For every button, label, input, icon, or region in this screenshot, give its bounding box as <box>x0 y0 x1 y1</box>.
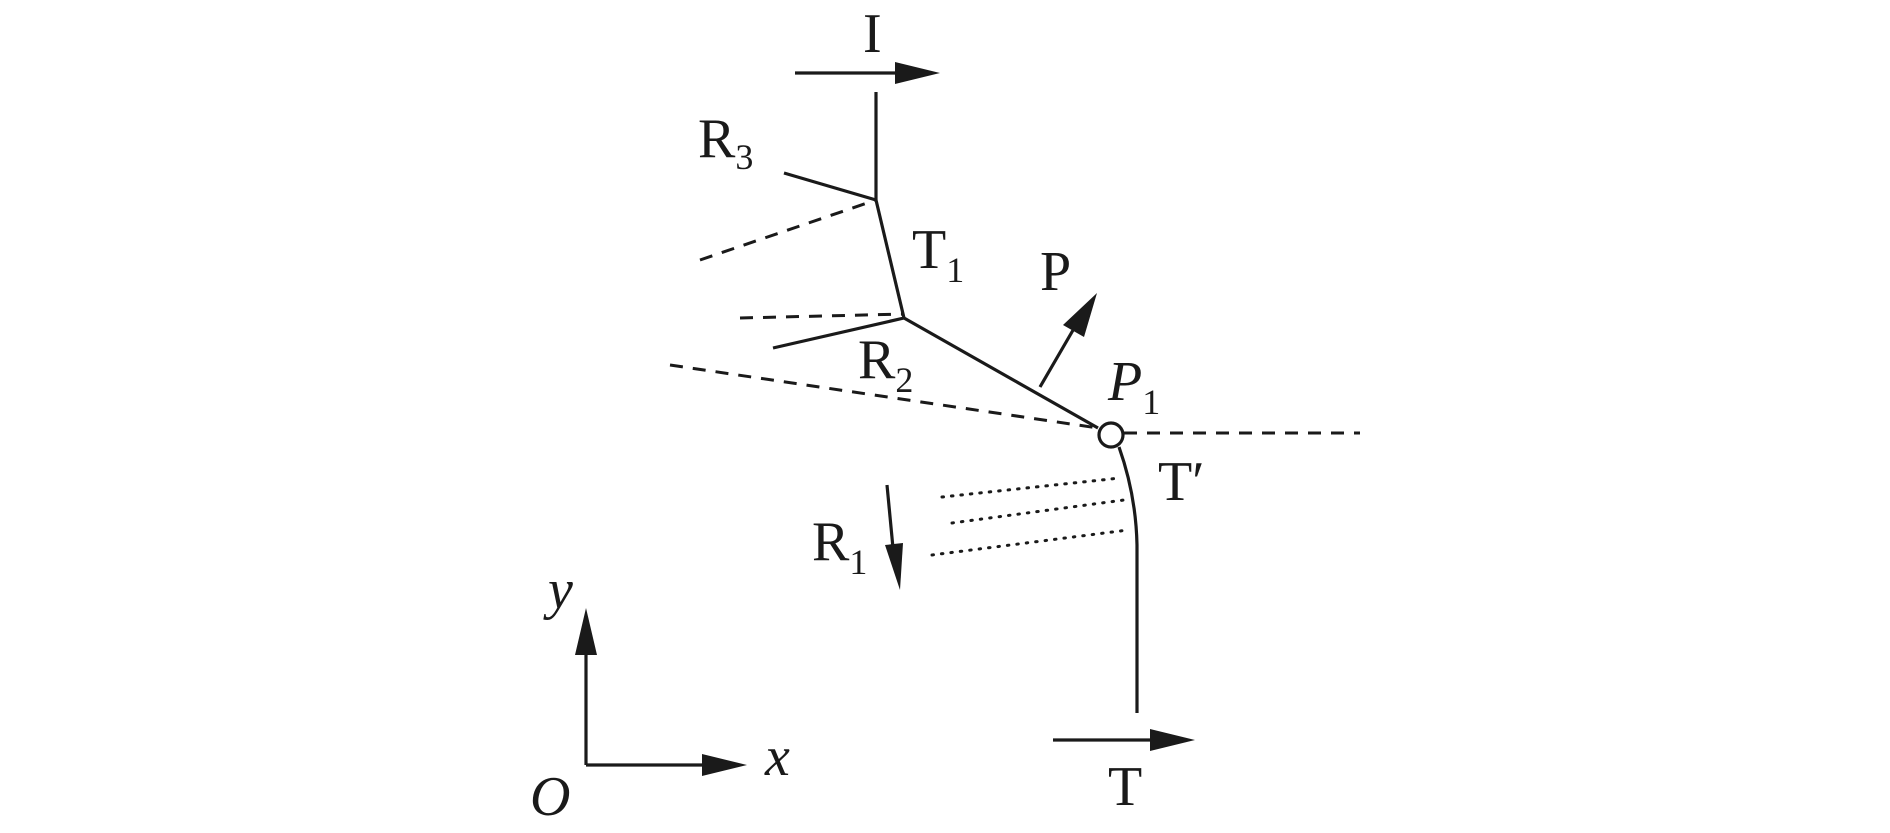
dotted-line-2 <box>950 498 1126 525</box>
label-origin: O <box>530 766 570 828</box>
label-T-prime: T′ <box>1158 451 1204 513</box>
label-axis-x: x <box>764 726 790 788</box>
axis-x <box>586 754 747 776</box>
P-arrow <box>1038 293 1097 388</box>
label-T1-main: T <box>912 219 946 281</box>
label-R3: R3 <box>698 108 753 177</box>
axis-y <box>575 608 597 765</box>
label-P1: P1 <box>1107 351 1160 422</box>
label-P1-main: P <box>1107 351 1142 413</box>
label-T: T <box>1108 756 1142 818</box>
label-I: I <box>863 3 882 65</box>
incident-flow-arrow <box>795 62 940 84</box>
dotted-line-1 <box>940 476 1122 499</box>
label-R2-sub: 2 <box>895 360 913 400</box>
label-T1: T1 <box>912 219 964 290</box>
dotted-line-3 <box>930 528 1130 557</box>
label-R1-sub: 1 <box>849 542 867 582</box>
label-R1-main: R <box>812 511 850 573</box>
label-R2: R2 <box>858 329 913 400</box>
label-P1-sub: 1 <box>1142 382 1160 422</box>
dashed-line-middle <box>739 312 905 320</box>
label-R1: R1 <box>812 511 867 582</box>
dashed-line-lower <box>669 363 1099 430</box>
label-R2-main: R <box>858 329 896 391</box>
interface-segment <box>903 316 1099 430</box>
dashed-line-upper <box>699 198 877 262</box>
label-P: P <box>1040 241 1071 303</box>
reflected-wave-R3 <box>783 171 877 202</box>
reflected-wave-R2 <box>772 316 905 350</box>
transmitted-flow-arrow <box>1053 729 1195 751</box>
point-P1-marker <box>1097 421 1125 449</box>
transmitted-wave-T-prime <box>1117 446 1139 546</box>
label-axis-y: y <box>543 559 573 621</box>
label-T1-sub: 1 <box>946 250 964 290</box>
label-R3-main: R <box>698 108 736 170</box>
label-R3-sub: 3 <box>735 137 753 177</box>
transmitted-wave-T1 <box>874 199 906 319</box>
R1-arrow <box>885 484 903 590</box>
